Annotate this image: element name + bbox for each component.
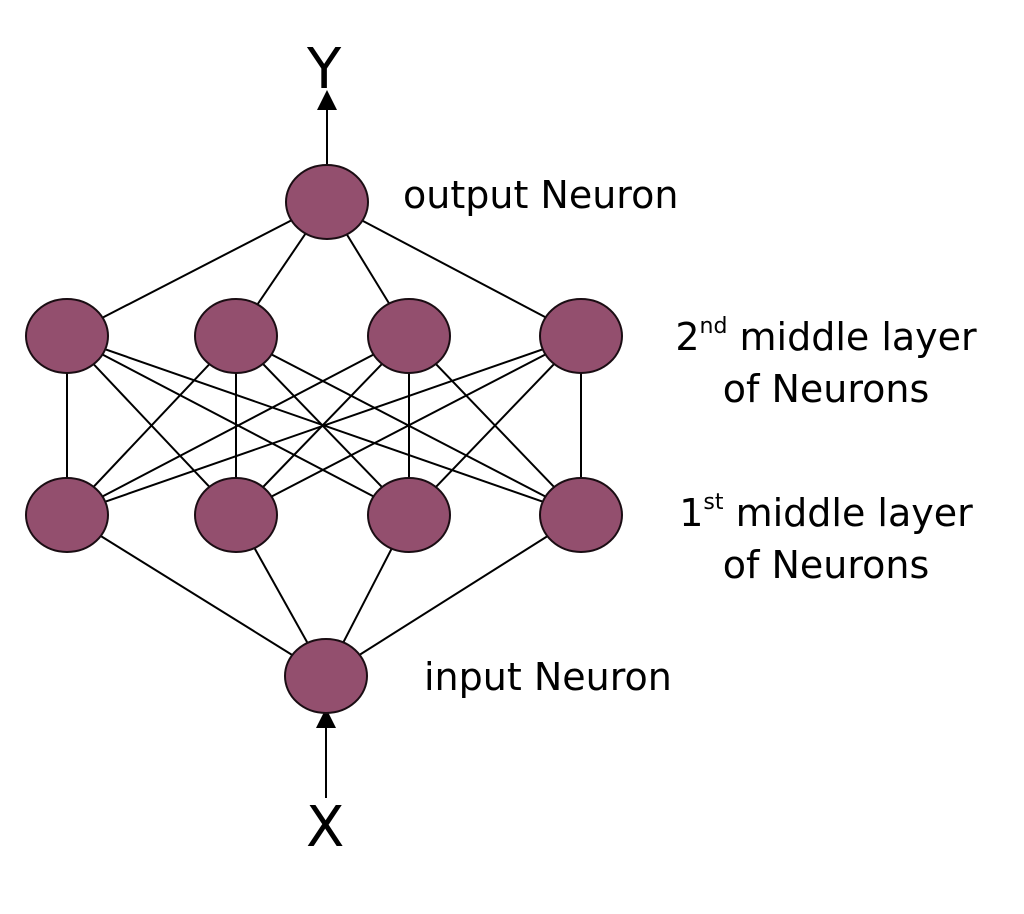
neuron-middle2-1 bbox=[194, 298, 278, 374]
neuron-middle2-2 bbox=[367, 298, 451, 374]
middle2-num: 2 bbox=[675, 315, 700, 359]
middle2-line2: of Neurons bbox=[722, 367, 930, 411]
edge-middle2-3-to-output-0 bbox=[326, 201, 582, 337]
input-neuron-label: input Neuron bbox=[424, 655, 672, 699]
edge-input-0-to-middle1-0 bbox=[66, 514, 327, 677]
edge-middle1-3-to-middle2-0 bbox=[66, 335, 582, 516]
output-symbol: Y bbox=[307, 37, 342, 102]
neuron-middle1-3 bbox=[539, 477, 623, 553]
neuron-middle1-0 bbox=[25, 477, 109, 553]
middle1-line2: of Neurons bbox=[722, 543, 930, 587]
edge-middle1-3-to-middle2-2 bbox=[408, 335, 582, 516]
middle2-sup: nd bbox=[699, 314, 728, 339]
neuron-middle1-2 bbox=[367, 477, 451, 553]
neuron-output-0 bbox=[285, 164, 369, 240]
neuron-middle2-0 bbox=[25, 298, 109, 374]
input-symbol: X bbox=[306, 795, 345, 860]
middle1-num: 1 bbox=[679, 491, 704, 535]
edge-middle1-2-to-middle2-0 bbox=[66, 335, 410, 516]
neuron-input-0 bbox=[284, 638, 368, 714]
middle1-label: 1st middle layer of Neurons bbox=[666, 491, 986, 587]
edge-middle1-3-to-middle2-1 bbox=[235, 335, 582, 516]
middle1-rest: middle layer bbox=[723, 491, 973, 535]
middle2-label: 2nd middle layer of Neurons bbox=[666, 315, 986, 411]
neuron-middle1-1 bbox=[194, 477, 278, 553]
middle1-sup: st bbox=[703, 490, 724, 515]
output-neuron-label: output Neuron bbox=[403, 173, 679, 217]
edge-middle1-1-to-middle2-0 bbox=[66, 335, 237, 516]
neuron-middle2-3 bbox=[539, 298, 623, 374]
neurons bbox=[25, 164, 623, 714]
middle2-rest: middle layer bbox=[727, 315, 977, 359]
edge-middle2-0-to-output-0 bbox=[66, 201, 328, 337]
connections bbox=[66, 201, 582, 677]
edge-input-0-to-middle1-3 bbox=[325, 514, 582, 677]
